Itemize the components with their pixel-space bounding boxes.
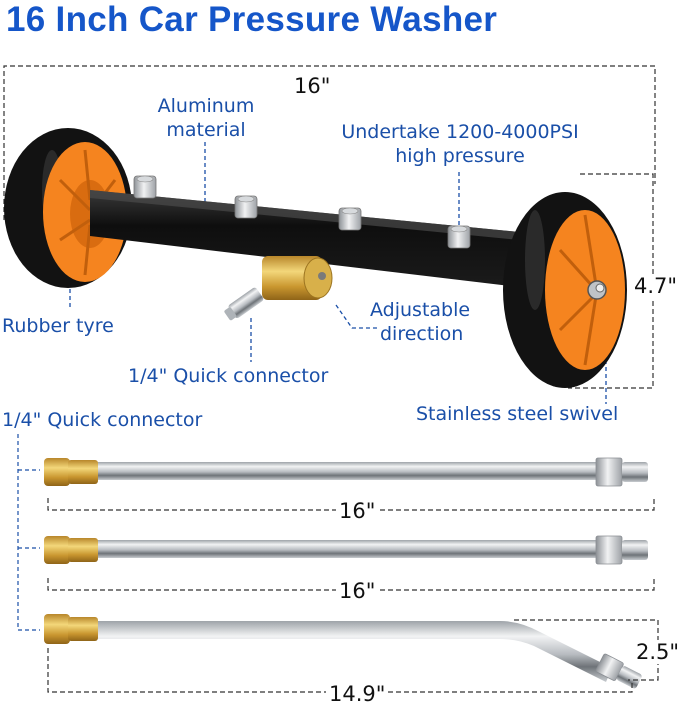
adjustable-direction-callout: Adjustable direction	[370, 298, 470, 346]
adjustable-line1: Adjustable	[370, 299, 471, 321]
right-wheel	[503, 192, 627, 388]
adjustable-line2: direction	[380, 323, 464, 345]
wand-quick-connector-callout: 1/4" Quick connector	[2, 409, 203, 431]
wand-3-length: 14.9"	[326, 682, 389, 706]
pressure-callout: Undertake 1200-4000PSI high pressure	[300, 120, 620, 168]
spray-bar	[90, 190, 560, 292]
wand-2-length: 16"	[336, 579, 379, 603]
spray-nozzles	[133, 175, 471, 249]
main-height-dimension: 4.7"	[632, 274, 679, 298]
swivel-callout: Stainless steel swivel	[416, 403, 619, 425]
pressure-line2: high pressure	[395, 145, 525, 167]
aluminum-line1: Aluminum	[157, 95, 255, 117]
pressure-line1: Undertake 1200-4000PSI	[341, 121, 579, 143]
main-width-dimension: 16"	[294, 74, 331, 98]
rubber-tyre-callout: Rubber tyre	[2, 315, 114, 337]
wand-3-angled	[44, 614, 642, 689]
wand-1-length: 16"	[336, 499, 379, 523]
unit-quick-connector-callout: 1/4" Quick connector	[128, 365, 329, 387]
aluminum-line2: material	[166, 119, 246, 141]
page-title: 16 Inch Car Pressure Washer	[6, 0, 498, 39]
aluminum-material-callout: Aluminum material	[146, 94, 266, 142]
left-wheel	[4, 128, 132, 288]
wand-1	[44, 457, 648, 487]
width-dimension-line	[3, 65, 656, 220]
wand-2	[44, 535, 648, 565]
wand-group-bracket	[17, 434, 40, 631]
wand-3-offset: 2.5"	[634, 640, 679, 664]
brass-inlet-swivel	[224, 256, 333, 321]
